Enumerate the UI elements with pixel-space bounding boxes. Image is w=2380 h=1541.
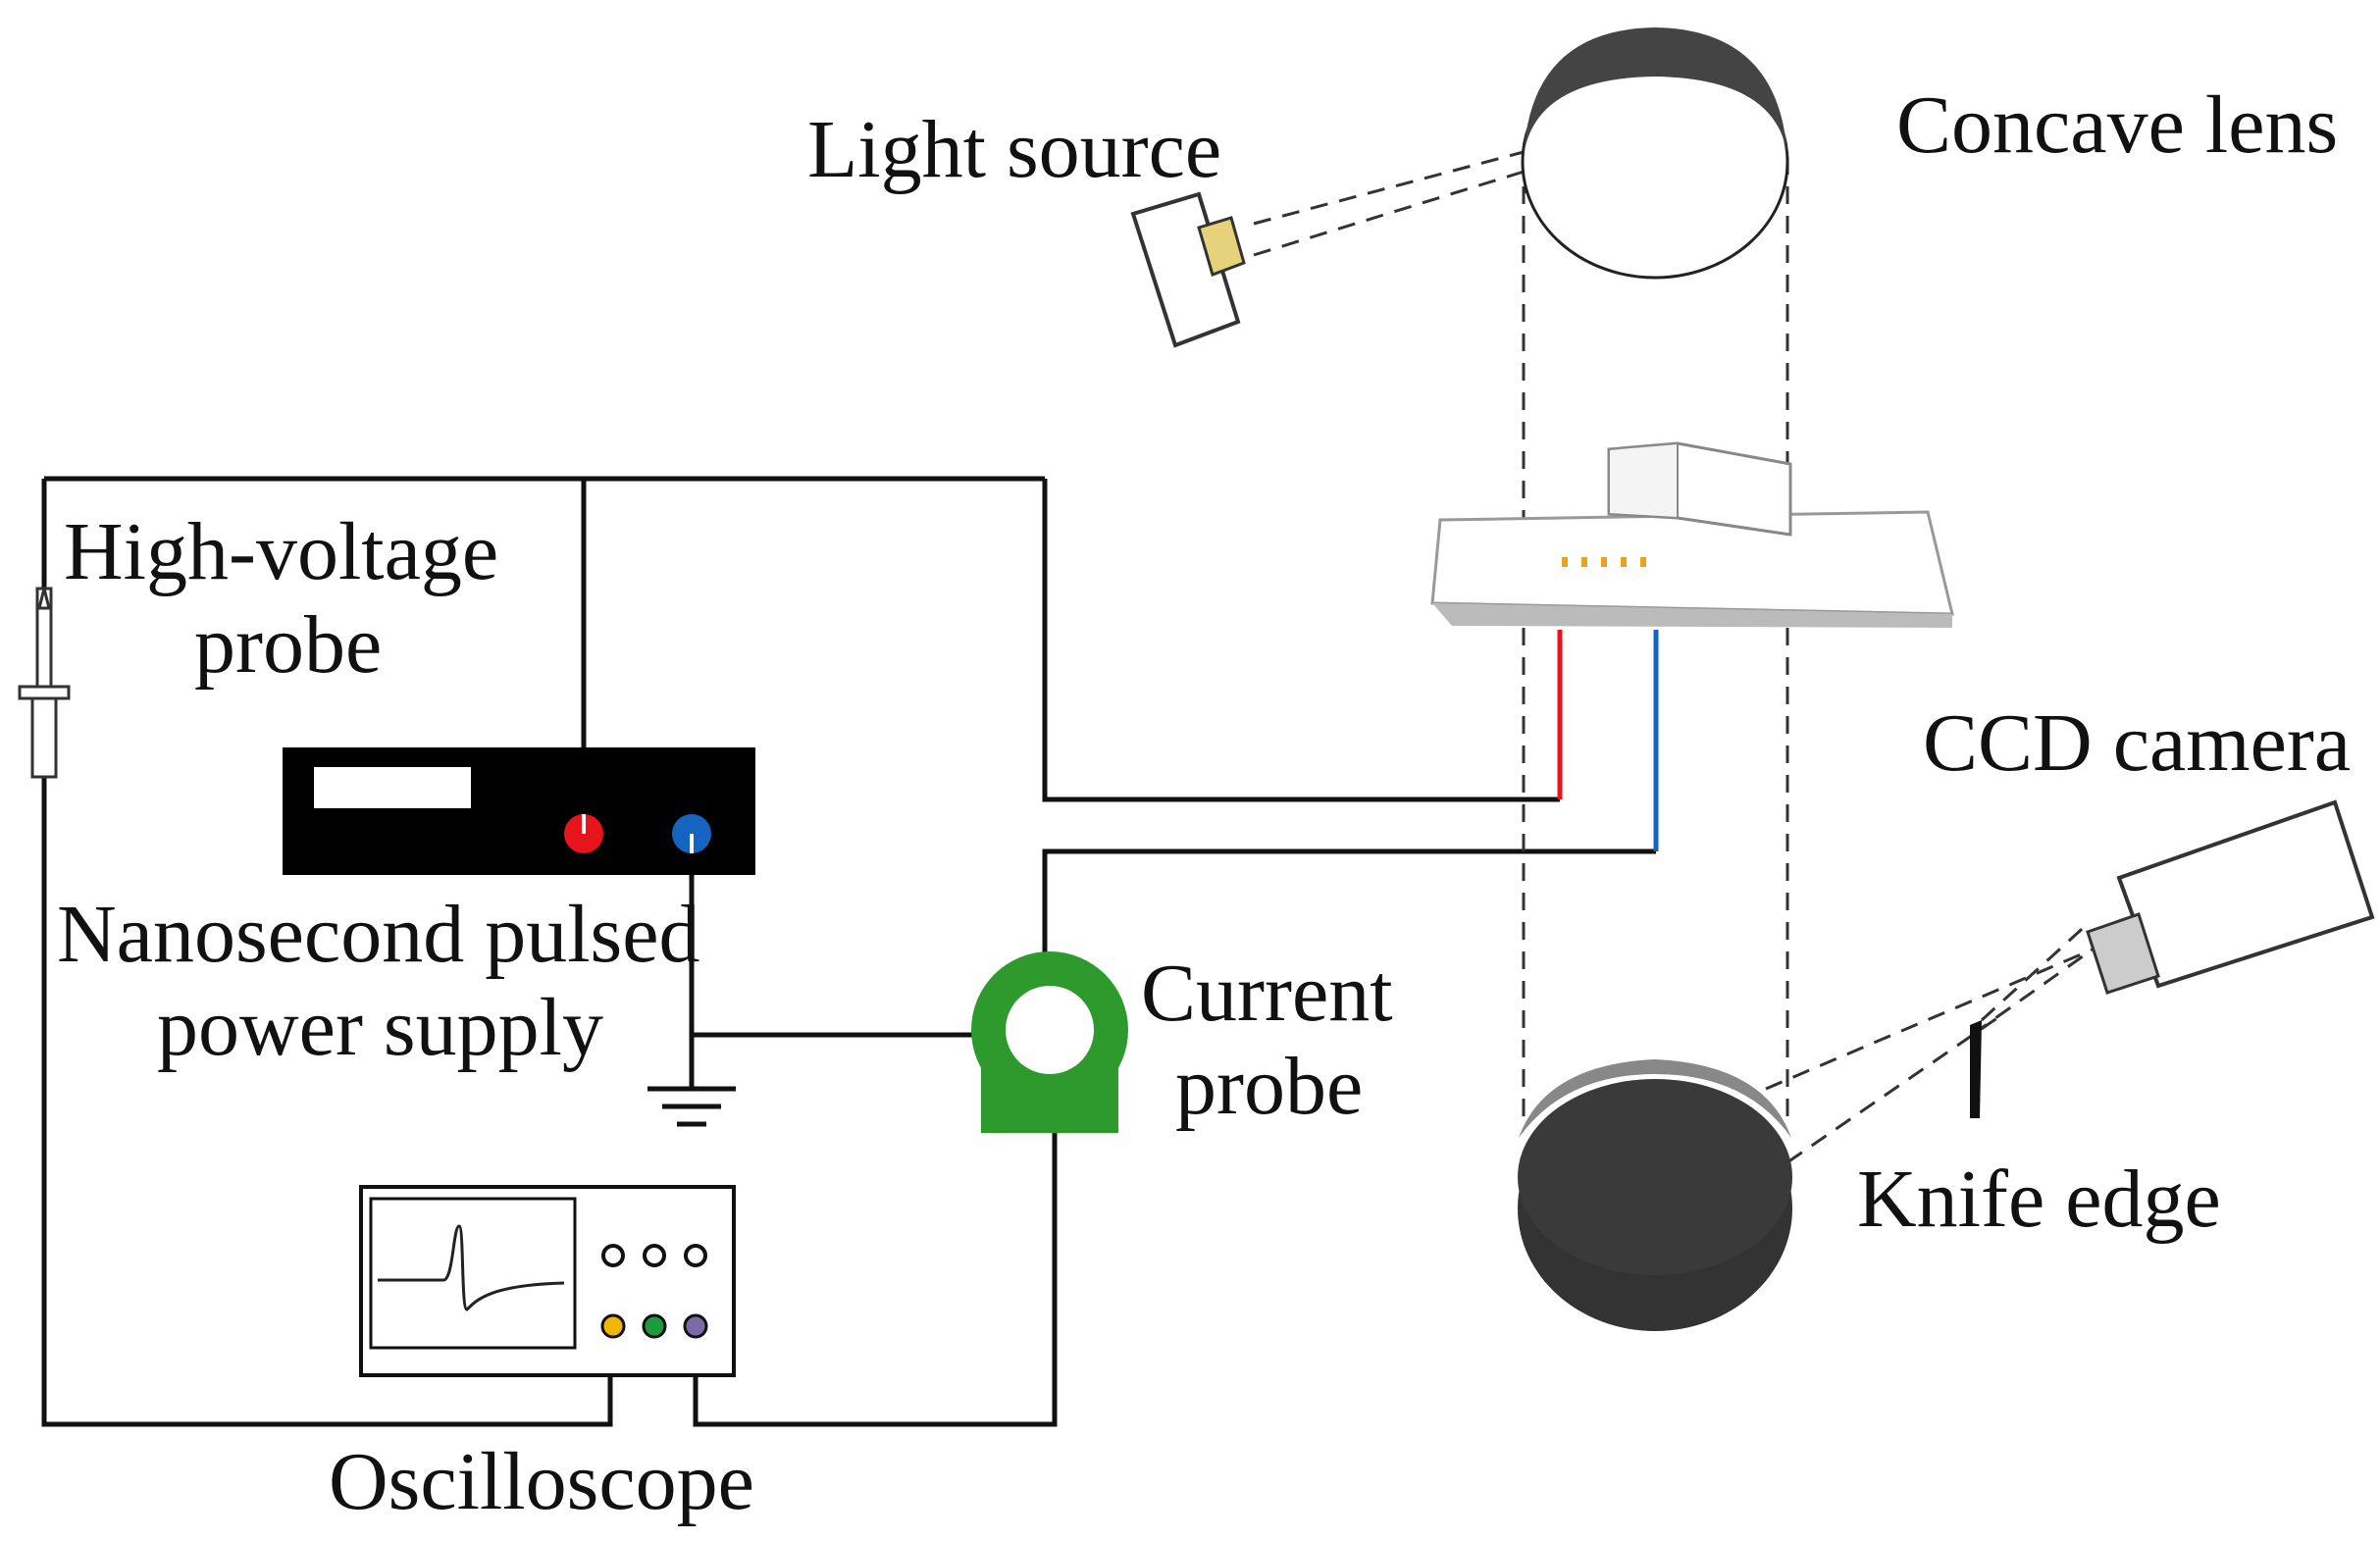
light-source [1130, 191, 1246, 348]
label-power-supply-2: power supply [157, 982, 603, 1073]
label-ccd-camera: CCD camera [1923, 697, 2351, 789]
oscilloscope-waveform [378, 1224, 565, 1311]
oscilloscope-port-2 [642, 1313, 667, 1339]
oscilloscope-port-1 [600, 1313, 626, 1339]
label-high-voltage-probe-1: High-voltage [64, 506, 498, 597]
concave-lens [1521, 27, 1789, 280]
oscilloscope-port-3 [683, 1313, 708, 1339]
plasma-reactor [1430, 441, 1954, 628]
label-high-voltage-probe-2: probe [194, 599, 382, 691]
label-power-supply-1: Nanosecond pulsed [57, 889, 700, 980]
ccd-camera [2086, 799, 2375, 995]
high-voltage-probe [18, 587, 71, 779]
oscilloscope-screen [369, 1197, 577, 1350]
electrode-leds [1562, 557, 1646, 567]
ground-symbol [647, 1086, 736, 1127]
power-supply-body [283, 747, 755, 875]
label-light-source: Light source [807, 104, 1221, 195]
current-probe [971, 951, 1128, 1133]
current-probe-signal-wire [693, 1128, 1058, 1427]
concave-mirror [1518, 1059, 1792, 1331]
hv-lead-wire [1042, 479, 1560, 802]
power-supply-display [314, 767, 471, 808]
label-concave-lens: Concave lens [1896, 79, 2338, 171]
labels: Light source Concave lens High-voltage p… [57, 79, 2351, 1527]
label-current-probe-2: probe [1175, 1041, 1363, 1132]
knife-edge [1970, 1020, 1982, 1118]
oscilloscope [359, 1185, 736, 1377]
label-current-probe-1: Current [1141, 948, 1393, 1039]
power-supply [283, 747, 755, 875]
label-oscilloscope: Oscilloscope [329, 1436, 754, 1527]
label-knife-edge: Knife edge [1857, 1154, 2221, 1245]
